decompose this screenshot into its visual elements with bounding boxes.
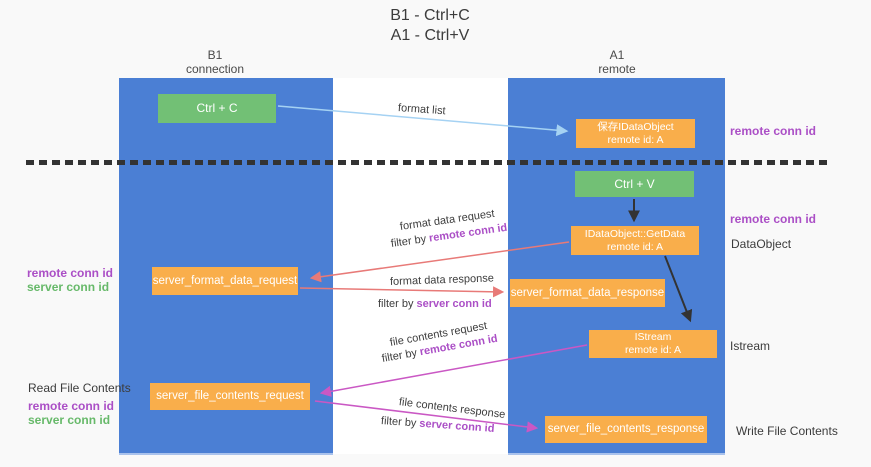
file-response-label: server_file_contents_response <box>547 423 705 435</box>
remote-conn-id-label: remote conn id <box>27 266 114 280</box>
title-line-2: A1 - Ctrl+V <box>390 27 470 44</box>
file-request-label: server_file_contents_request <box>156 390 304 402</box>
server-format-data-request-box: server_format_data_request <box>152 267 298 295</box>
dataobject-label: DataObject <box>731 237 792 251</box>
server-file-contents-request-box: server_file_contents_request <box>150 383 310 410</box>
remote-conn-id-label: remote conn id <box>28 399 115 413</box>
getdata-line1: IDataObject::GetData <box>584 227 686 240</box>
lane-b1-name: B1 <box>207 48 223 62</box>
istream-box: IStream remote id: A <box>589 330 717 358</box>
lane-b1-subtitle: connection <box>185 62 245 76</box>
title-line-1: B1 - Ctrl+C <box>390 7 470 24</box>
ctrl-v-label: Ctrl + V <box>614 176 655 191</box>
filter-by-text: filter by <box>378 298 414 310</box>
server-file-contents-response-box: server_file_contents_response <box>545 416 707 443</box>
lane-header-b1: B1 connection <box>115 48 315 76</box>
save-idataobject-line2: remote id: A <box>607 133 664 146</box>
diagram-title: B1 - Ctrl+C A1 - Ctrl+V <box>280 6 580 46</box>
ctrl-c-label: Ctrl + C <box>196 101 238 115</box>
remote-conn-id-label-mid: remote conn id <box>730 212 817 226</box>
lane-header-a1: A1 remote <box>517 48 717 76</box>
format-response-label: server_format_data_response <box>510 286 665 299</box>
left-conn-id-labels-top: remote conn id server conn id <box>27 266 113 294</box>
getdata-line2: remote id: A <box>606 240 664 253</box>
ctrl-v-box: Ctrl + V <box>575 171 694 197</box>
istream-side-label: Istream <box>730 339 771 353</box>
server-format-data-response-box: server_format_data_response <box>510 279 665 307</box>
format-request-label: server_format_data_request <box>152 274 298 287</box>
filter-by-text: filter by <box>380 415 417 430</box>
write-file-contents-label: Write File Contents <box>736 424 838 438</box>
read-file-contents-label: Read File Contents <box>28 381 131 395</box>
istream-line1: IStream <box>634 331 672 343</box>
istream-line2: remote id: A <box>624 344 682 356</box>
left-conn-id-labels-bottom: remote conn id server conn id <box>28 399 114 427</box>
save-idataobject-line1: 保存IDataObject <box>597 120 674 133</box>
save-idataobject-box: 保存IDataObject remote id: A <box>576 119 695 148</box>
server-conn-id-label: server conn id <box>28 413 111 427</box>
lane-a1-name: A1 <box>609 48 625 62</box>
dashed-divider <box>26 160 832 165</box>
remote-conn-id-label-top: remote conn id <box>730 124 817 138</box>
server-conn-id-highlight: server conn id <box>416 298 492 310</box>
server-conn-id-label: server conn id <box>27 280 110 294</box>
lane-a1-subtitle: remote <box>598 62 636 76</box>
ctrl-c-box: Ctrl + C <box>158 94 276 123</box>
idataobject-getdata-box: IDataObject::GetData remote id: A <box>571 226 699 255</box>
middle-band <box>333 78 508 454</box>
